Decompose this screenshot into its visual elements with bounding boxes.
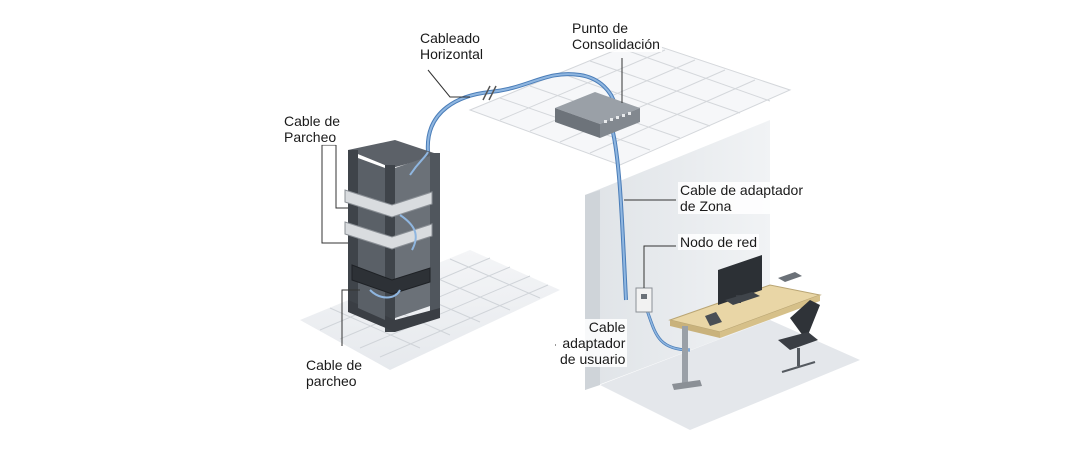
- label-cable-parcheo-top: Cable de Parcheo: [282, 113, 343, 145]
- consolidation-point-box: [555, 92, 640, 138]
- label-line: de usuario: [560, 351, 626, 367]
- label-line: Cable de: [284, 113, 341, 129]
- label-cable-adaptador-zona: Cable de adaptador de Zona: [678, 182, 805, 214]
- cable-zone-adapter: [610, 127, 628, 301]
- ceiling-grid: [468, 39, 792, 166]
- label-line: Parcheo: [284, 129, 337, 145]
- cable-horizontal: [425, 72, 617, 154]
- label-cable-parcheo-bottom: Cable de parcheo: [304, 357, 365, 389]
- label-line: de Zona: [680, 198, 732, 214]
- label-line: parcheo: [306, 373, 357, 389]
- patch-panel: [344, 189, 433, 295]
- label-line: Cable de adaptador: [680, 182, 803, 198]
- label-line: Punto de: [572, 20, 629, 36]
- label-line: Cableado: [420, 30, 480, 46]
- label-line: adaptador: [562, 335, 626, 351]
- label-nodo-red: Nodo de red: [678, 234, 760, 250]
- label-punto-consolidacion: Punto de Consolidación: [570, 20, 662, 52]
- label-line: Horizontal: [420, 46, 484, 62]
- label-line: Consolidación: [572, 36, 660, 52]
- network-rack: [344, 140, 440, 332]
- rack-patch-cables: [369, 151, 429, 299]
- wall-outlet-node: [635, 287, 653, 313]
- leader-lines: [321, 58, 676, 346]
- cable-break-marker: [482, 85, 497, 101]
- label-cable-adaptador-usuario: Cable adaptador de usuario: [558, 319, 628, 367]
- label-line: Nodo de red: [680, 234, 758, 250]
- label-line: Cable de: [306, 357, 363, 373]
- label-line: Cable: [588, 319, 626, 335]
- label-cableado-horizontal: Cableado Horizontal: [418, 30, 486, 62]
- workstation-desk: [668, 255, 822, 390]
